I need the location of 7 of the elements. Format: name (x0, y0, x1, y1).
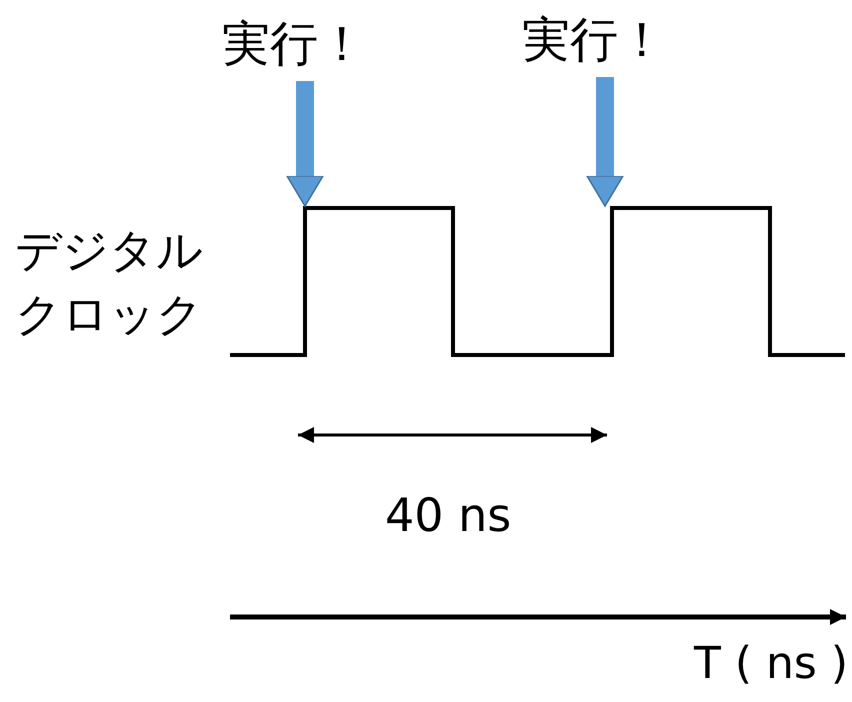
dimension-label: 40 ns (385, 488, 512, 544)
callout-text: 実行！ (222, 8, 366, 80)
arrow (586, 77, 624, 207)
signal-label: デジタルクロック (15, 222, 204, 344)
arrow (286, 81, 324, 207)
callout-text: 実行！ (522, 4, 666, 76)
axis-label: T ( ns ) (694, 638, 848, 691)
